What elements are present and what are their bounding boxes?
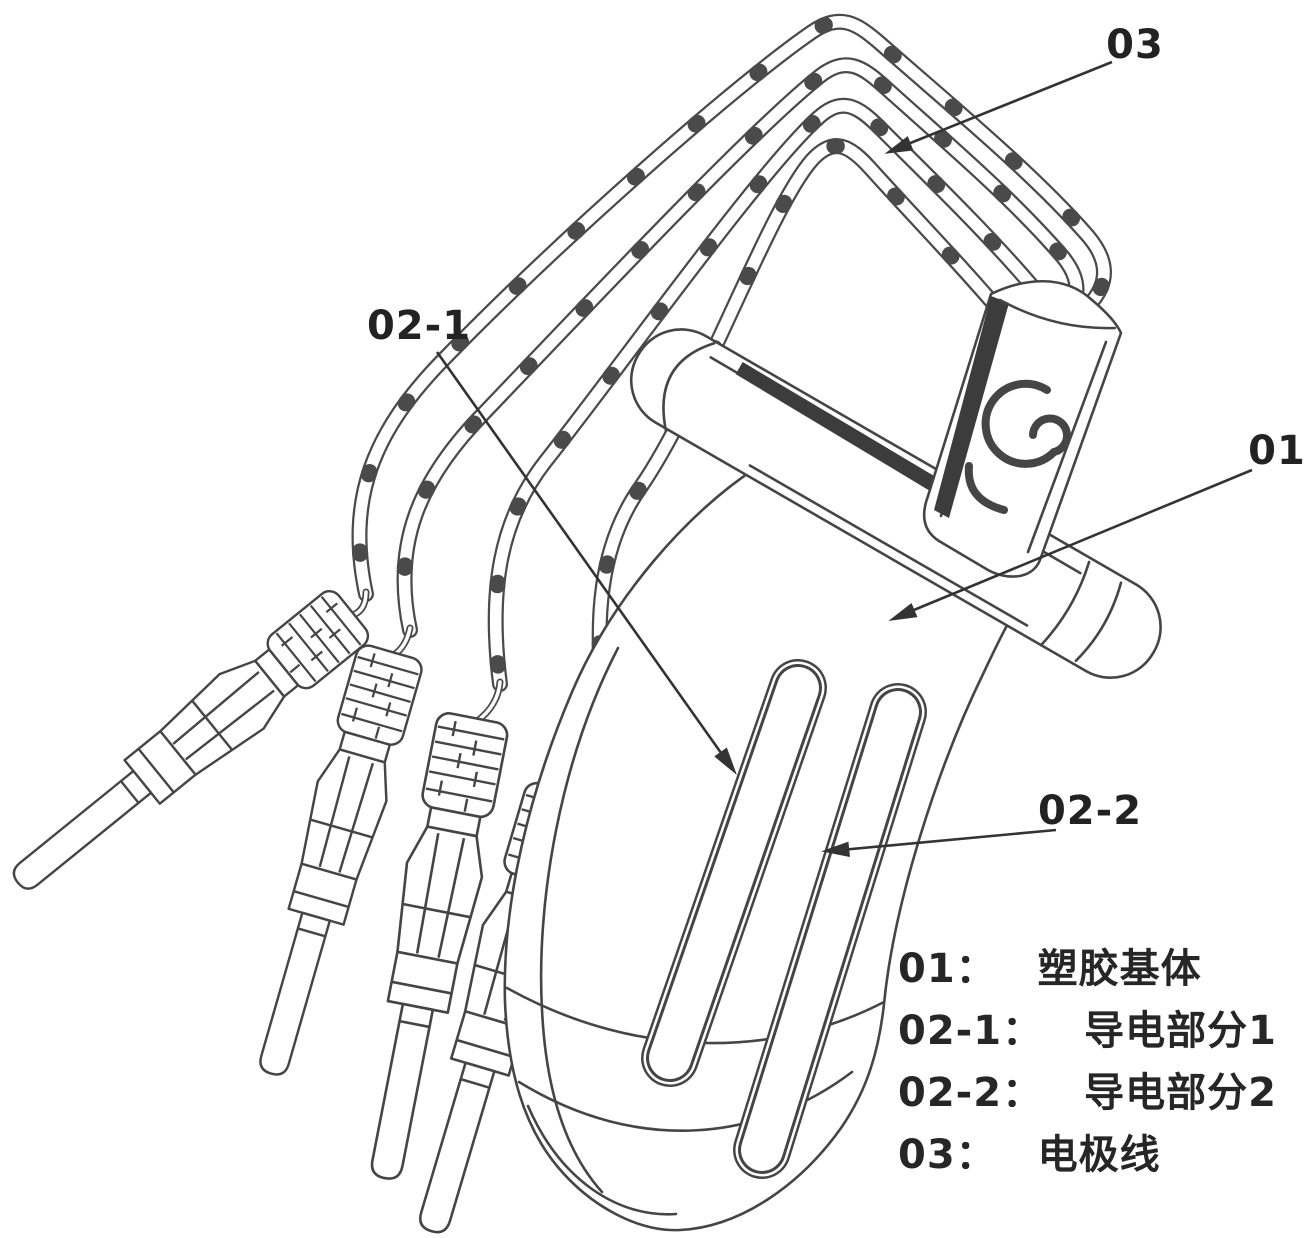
legend: 01： 塑胶基体 02-1： 导电部分1 02-2： 导电部分2 03： 电极线 xyxy=(898,938,1277,1186)
legend-item-02-1: 02-1： 导电部分1 xyxy=(898,1008,1277,1054)
conductive-slots xyxy=(641,659,927,1179)
connector-plugs xyxy=(0,583,600,1238)
arrowhead-icon xyxy=(821,841,850,858)
arrowhead-icon xyxy=(714,747,737,776)
grip-logo-icon xyxy=(964,379,1071,514)
callout-label-03: 03 xyxy=(1106,22,1164,68)
callout-label-02-1: 02-1 xyxy=(366,303,472,349)
callout-label-02-2: 02-2 xyxy=(1037,788,1143,834)
handle-grip xyxy=(922,280,1123,578)
legend-item-03: 03： 电极线 xyxy=(898,1132,1161,1178)
legend-item-02-2: 02-2： 导电部分2 xyxy=(898,1070,1277,1116)
arrowhead-icon xyxy=(884,136,914,154)
legend-item-01: 01： 塑胶基体 xyxy=(898,946,1202,992)
callout-label-01: 01 xyxy=(1248,428,1306,474)
arrowhead-icon xyxy=(888,603,918,621)
leader-lines xyxy=(435,60,1253,858)
